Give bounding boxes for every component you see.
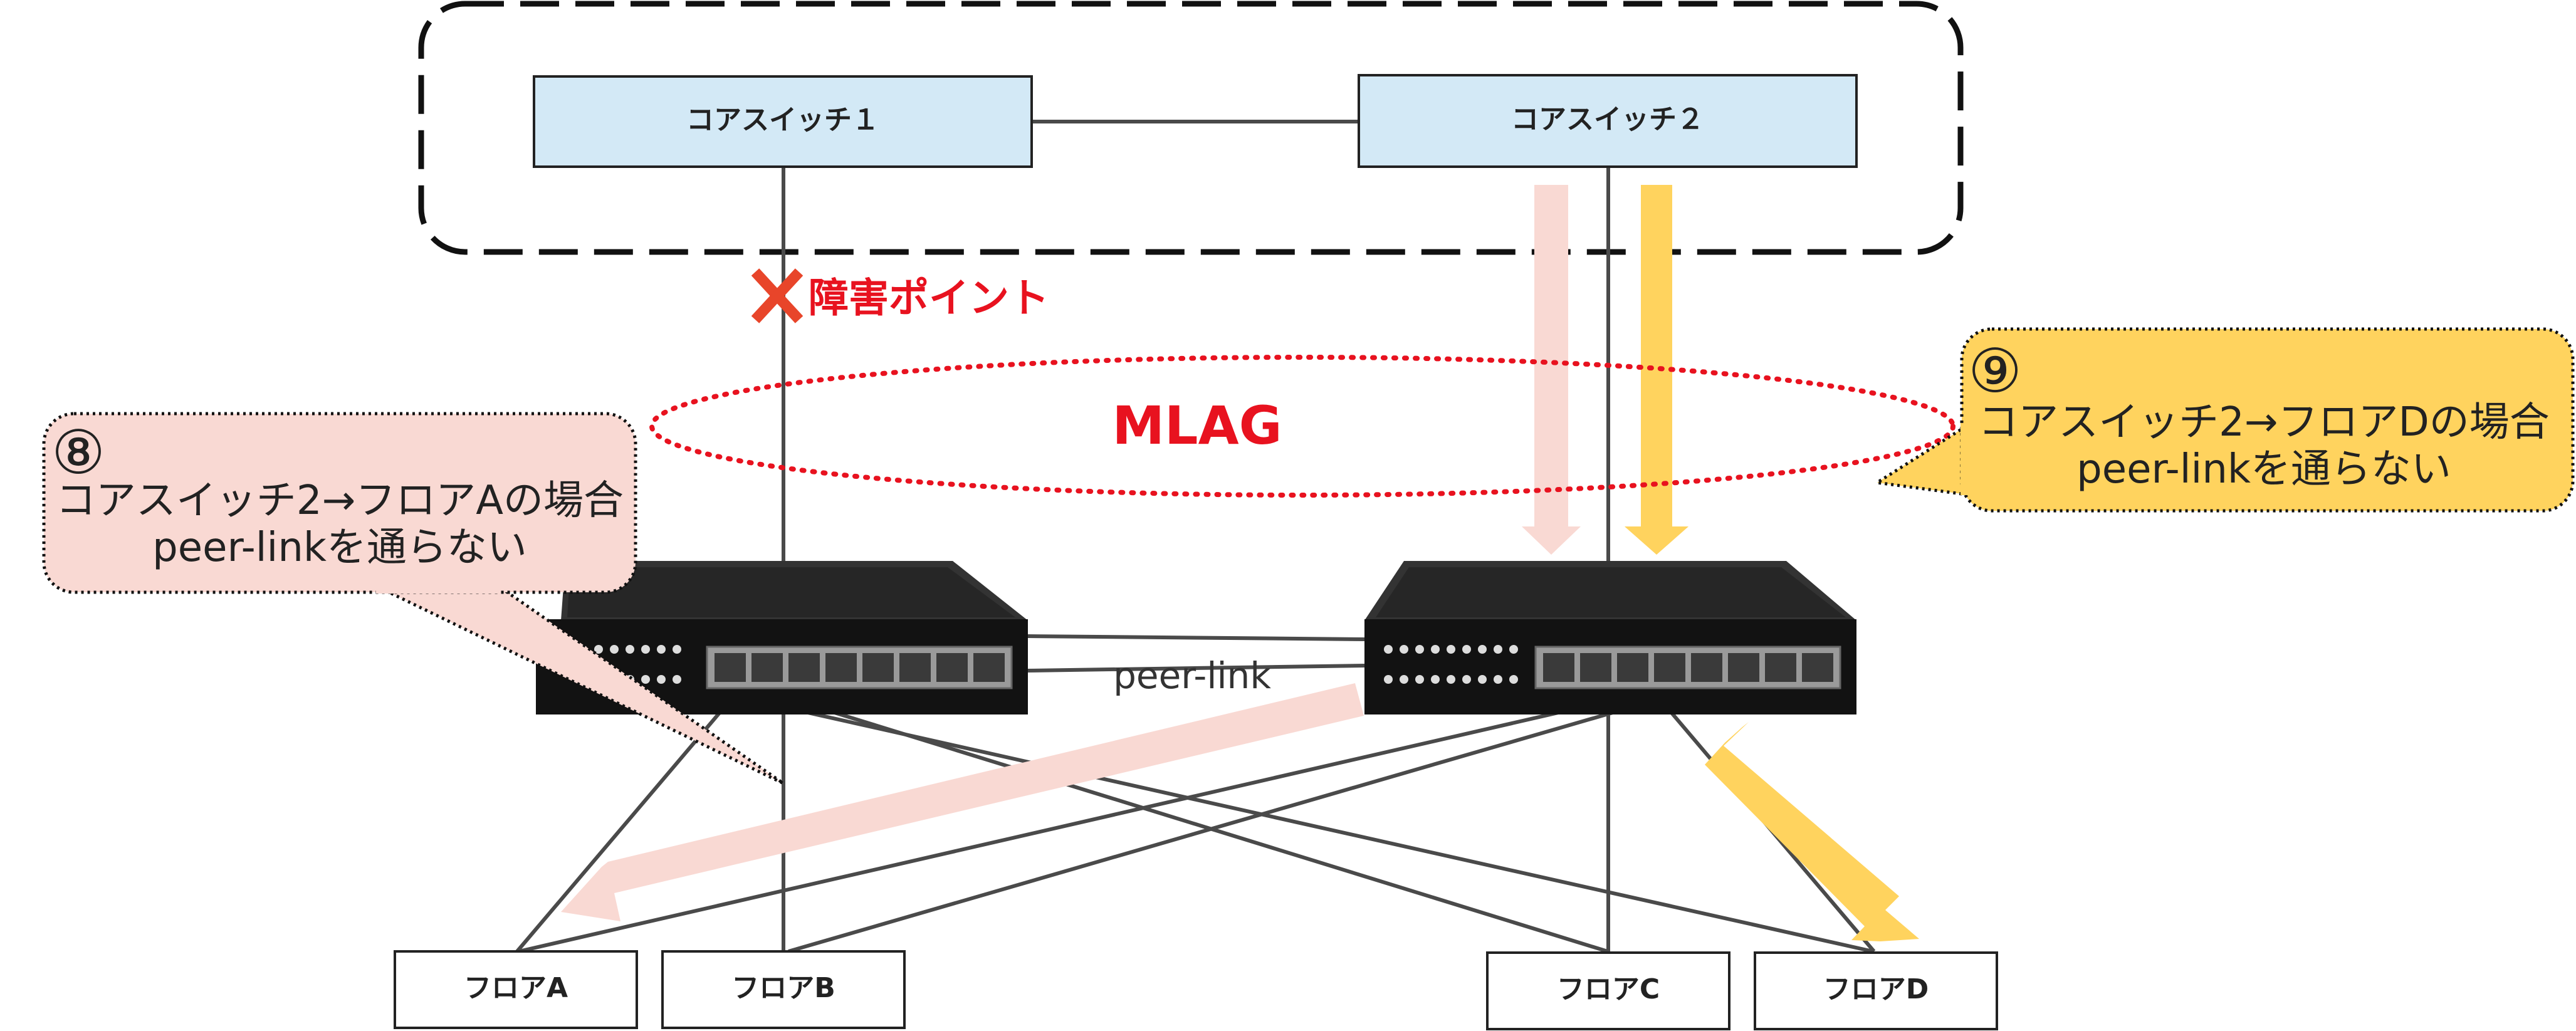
callout-8-line2: peer-linkを通らない bbox=[152, 525, 527, 571]
left-switch-to-floor-d bbox=[802, 709, 1873, 953]
callout-9: ⑨ コアスイッチ2→フロアDの場合 peer-linkを通らない bbox=[1872, 327, 2575, 513]
right-switch-to-floor-a bbox=[518, 709, 1564, 953]
floor-a-label: フロアA bbox=[464, 972, 568, 1004]
callout-9-line1: コアスイッチ2→フロアDの場合 bbox=[1978, 399, 2550, 446]
floor-c: フロアC bbox=[1486, 951, 1730, 1030]
left-switch bbox=[536, 561, 1028, 714]
callout-9-tail bbox=[1872, 420, 1973, 497]
core-group-frame bbox=[418, 1, 1964, 255]
fault-x-icon bbox=[751, 268, 804, 323]
floor-d: フロアD bbox=[1754, 951, 1998, 1030]
left-switch-to-floor-a bbox=[515, 710, 723, 953]
right-switch-to-floor-b bbox=[788, 709, 1618, 953]
floor-a: フロアA bbox=[394, 950, 638, 1029]
floor-b-label: フロアB bbox=[731, 972, 835, 1004]
connection-lines bbox=[515, 120, 1876, 953]
callout-9-number: ⑨ bbox=[1968, 336, 2022, 406]
callout-8-line1: コアスイッチ2→フロアAの場合 bbox=[56, 478, 624, 524]
callout-8: ⑧ コアスイッチ2→フロアAの場合 peer-linkを通らない bbox=[42, 412, 785, 785]
floor-d-label: フロアD bbox=[1823, 973, 1929, 1005]
floor-b: フロアB bbox=[661, 950, 906, 1029]
core-switch-1: コアスイッチ１ bbox=[533, 75, 1033, 168]
yellow-arrow-diagonal bbox=[1705, 722, 1919, 941]
peer-link-label: peer-link bbox=[1113, 654, 1271, 697]
pink-flow-arrows bbox=[561, 185, 1581, 921]
core-switch-1-label: コアスイッチ１ bbox=[686, 104, 879, 136]
callout-8-tail bbox=[375, 584, 785, 785]
mlag-ellipse bbox=[649, 355, 1956, 498]
pink-arrow-diagonal bbox=[561, 683, 1364, 921]
fault-point: 障害ポイント bbox=[751, 268, 1049, 323]
floor-c-label: フロアC bbox=[1557, 973, 1660, 1005]
pink-arrow-down bbox=[1522, 185, 1581, 555]
mlag-label: MLAG bbox=[1112, 395, 1282, 456]
peer-link-line-bottom bbox=[1027, 664, 1365, 673]
left-switch-to-floor-c bbox=[830, 709, 1608, 953]
peer-link-line-top bbox=[1027, 634, 1365, 641]
fault-label: 障害ポイント bbox=[809, 276, 1049, 322]
yellow-arrow-down bbox=[1625, 185, 1689, 555]
core-switch-2-label: コアスイッチ２ bbox=[1511, 103, 1704, 135]
yellow-flow-arrows bbox=[1625, 185, 1919, 941]
callout-9-line2: peer-linkを通らない bbox=[2076, 446, 2451, 493]
right-switch bbox=[1364, 561, 1856, 714]
core-switch-2: コアスイッチ２ bbox=[1358, 74, 1858, 168]
callout-8-number: ⑧ bbox=[51, 417, 105, 488]
